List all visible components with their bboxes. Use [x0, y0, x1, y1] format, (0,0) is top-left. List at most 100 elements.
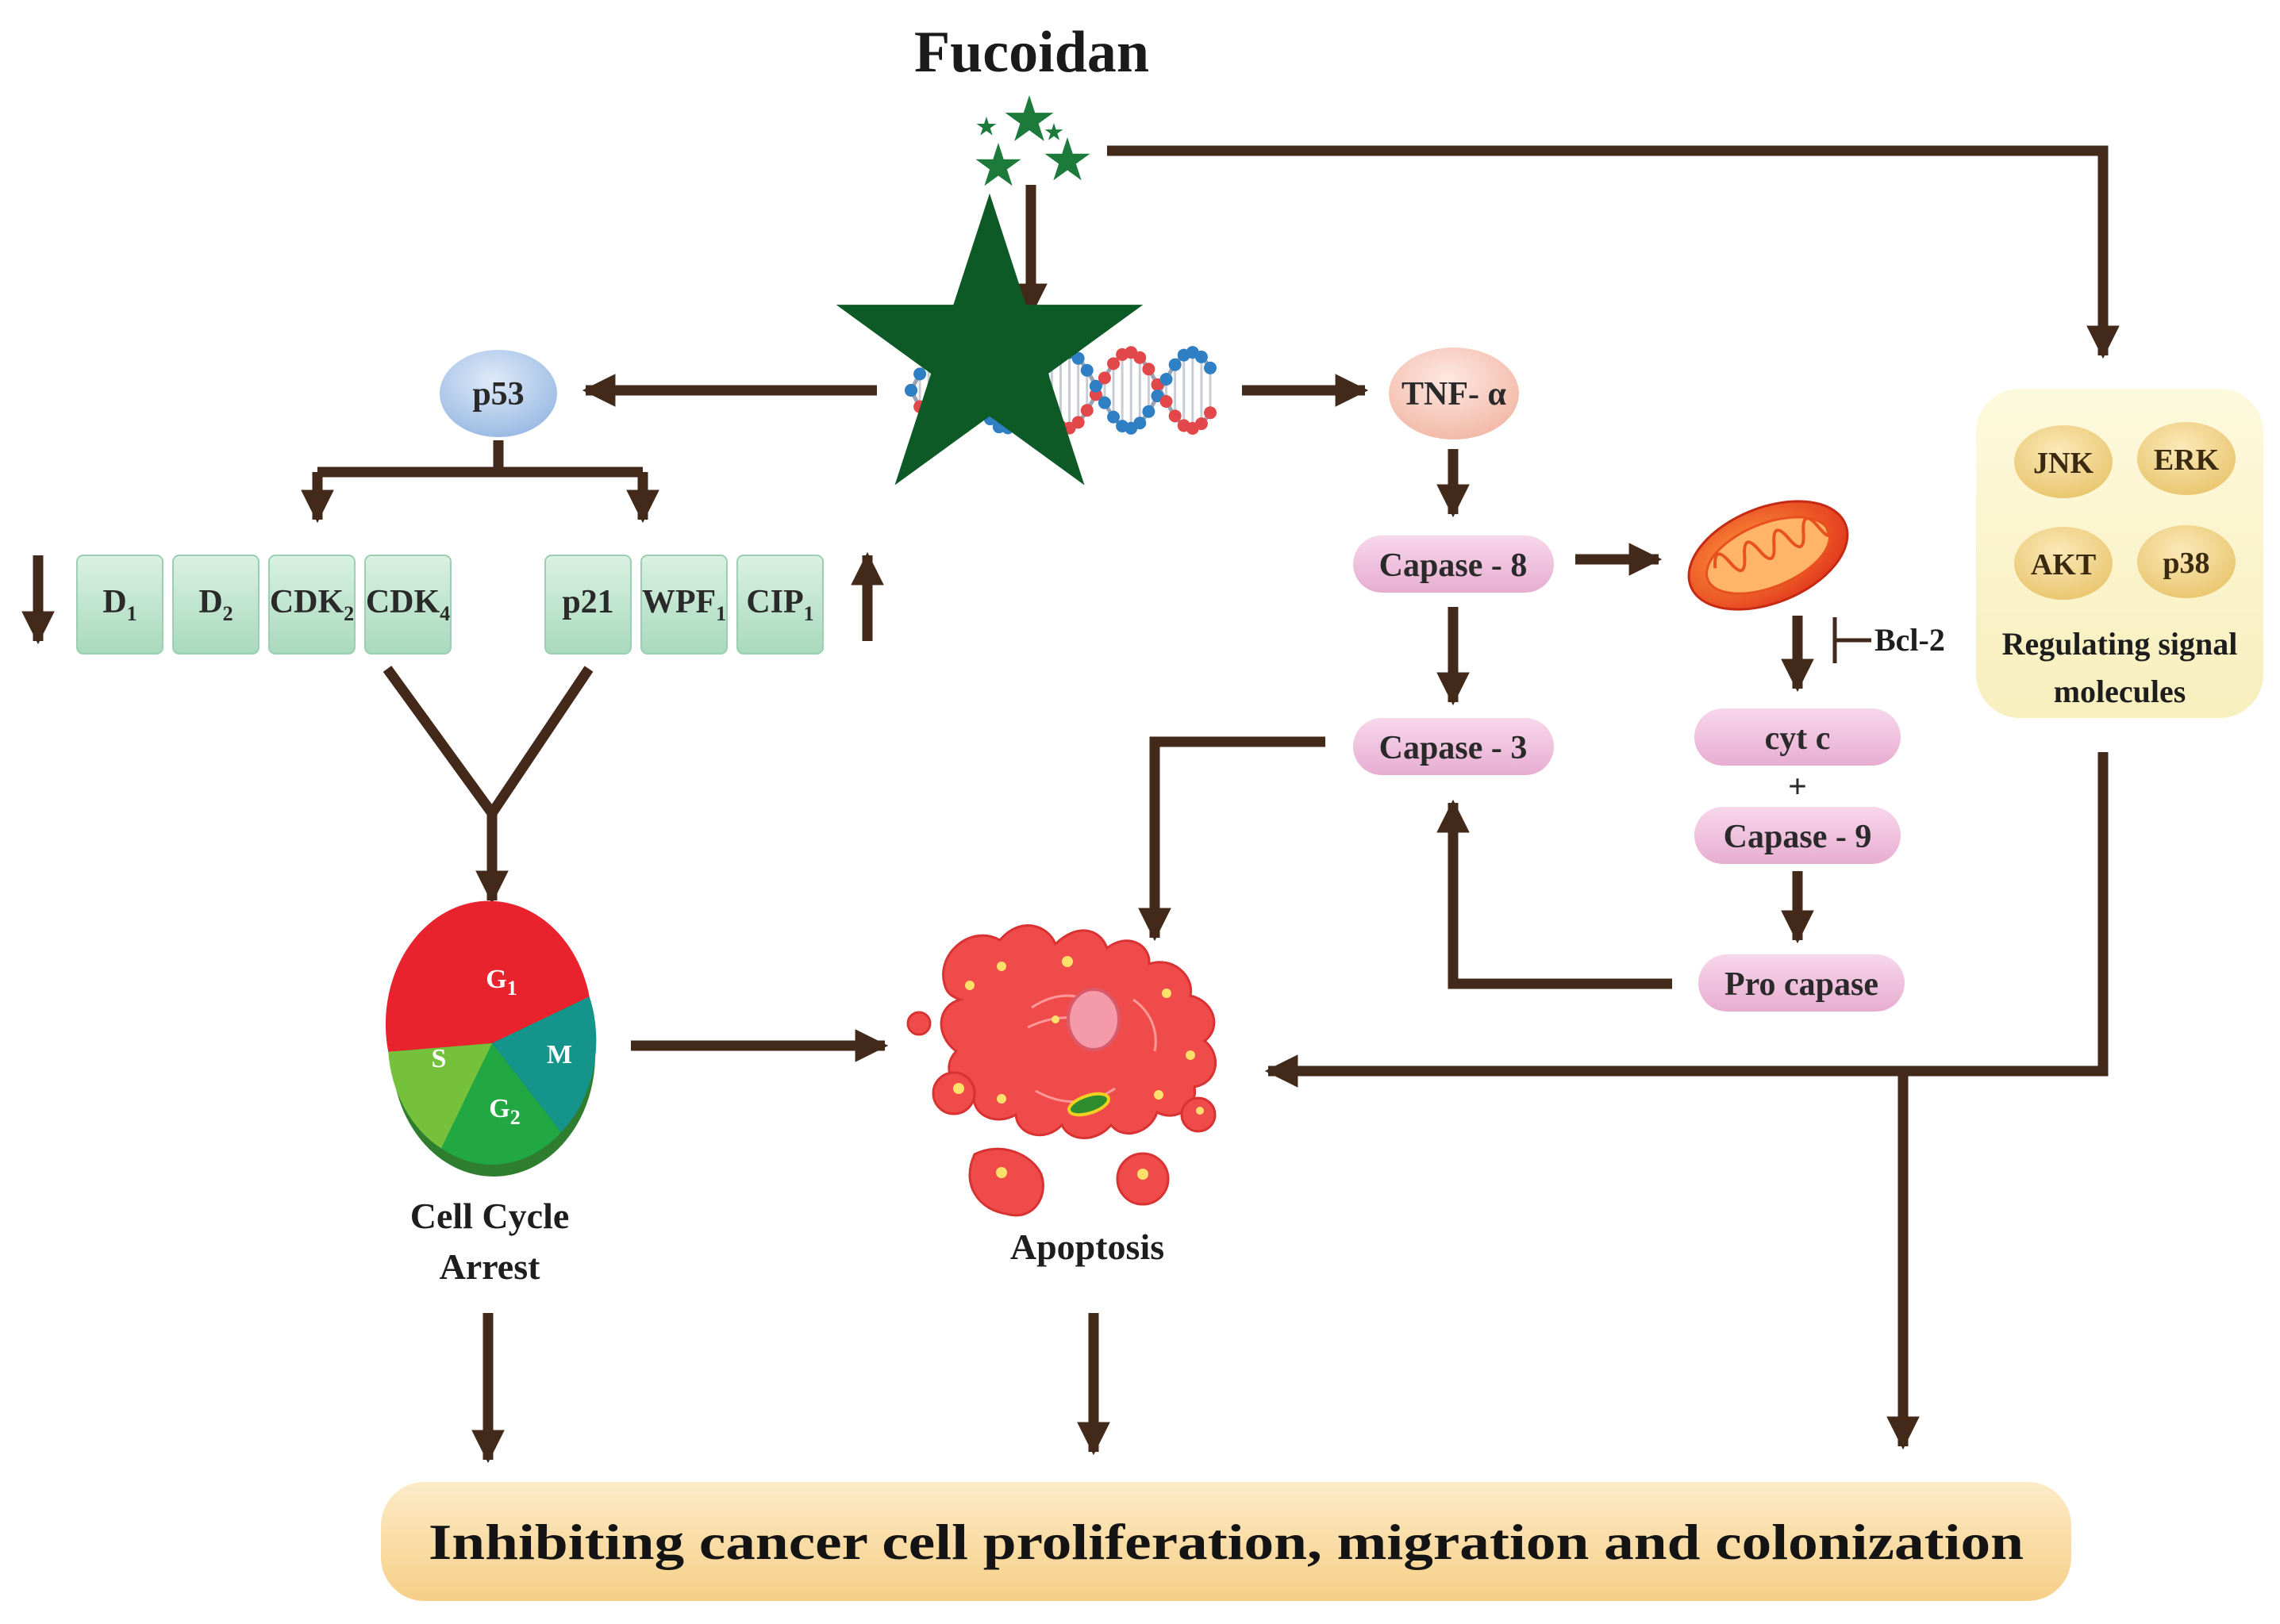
tnf-node: TNF- α [1389, 347, 1519, 440]
pie-slice-g1 [385, 900, 590, 1052]
pie-slice-s [388, 1043, 492, 1149]
inhibitor-box: CIP1 [736, 555, 824, 655]
dna-bead [1168, 409, 1182, 423]
kinase-jnk: JNK [2014, 425, 2113, 498]
plus-sign: + [1788, 769, 1807, 805]
inhibitor-box-subscript: 1 [716, 602, 726, 625]
dna-bead [1089, 379, 1102, 393]
signal-panel-label-line2: molecules [2054, 674, 2186, 709]
svg-text:CDK4: CDK4 [366, 584, 450, 625]
star-icon [1044, 123, 1063, 140]
pie-label-s: S [432, 1044, 447, 1073]
cyclin-box: CDK4 [364, 555, 452, 655]
cell-nucleus [1067, 988, 1121, 1051]
dna-bead [1142, 405, 1155, 418]
apoptosis-label: Apoptosis [1010, 1227, 1164, 1267]
cyclin-box: D2 [172, 555, 260, 655]
tnf-label: TNF- α [1401, 376, 1506, 413]
cyclin-box: CDK2 [268, 555, 356, 655]
inhibitor-box-label: CIP [746, 584, 803, 620]
dna-bead [1142, 363, 1155, 376]
dna-bead [1098, 371, 1111, 385]
cyclin-boxes-down: D1 D2 CDK2 CDK4 [76, 555, 452, 655]
capase8-label: Capase - 8 [1379, 547, 1528, 584]
signal-panel-label-line1: Regulating signal [2002, 626, 2238, 662]
cell-cycle-label-line1: Cell Cycle [410, 1196, 570, 1236]
svg-text:S: S [432, 1044, 447, 1073]
capase3-node: Capase - 3 [1353, 718, 1554, 775]
dna-helix-icon [836, 193, 1217, 486]
apoptotic-cell-icon [906, 924, 1217, 1217]
capase9-node: Capase - 9 [1694, 807, 1901, 864]
dna-bead [1080, 363, 1094, 377]
p53-node: p53 [440, 350, 557, 437]
outcome-banner: Inhibiting cancer cell proliferation, mi… [381, 1482, 2071, 1601]
procapase-label: Pro capase [1724, 966, 1878, 1003]
connector-v-merge [383, 666, 594, 823]
p53-label: p53 [472, 376, 524, 413]
svg-text:CIP1: CIP1 [746, 584, 813, 625]
cyclin-box-subscript: 4 [440, 602, 450, 625]
arrow-fucoidan-signal-panel [1107, 145, 2120, 359]
cyclin-box-label: CDK [366, 584, 440, 620]
svg-text:G1: G1 [486, 965, 517, 1000]
svg-text:WPF1: WPF1 [642, 584, 726, 625]
pie-label-g1-subscript: 1 [507, 977, 517, 1000]
bcl2-inhibitor: Bcl-2 [1832, 617, 1945, 663]
svg-text:G2: G2 [489, 1094, 520, 1129]
kinase-erk: ERK [2137, 422, 2236, 495]
svg-text:p21: p21 [562, 584, 613, 620]
star-icon [1005, 95, 1054, 141]
capase8-node: Capase - 8 [1353, 536, 1554, 593]
dna-bead [1133, 417, 1147, 430]
arrow-signal-panel-apoptosis [1264, 752, 2109, 1088]
outcome-banner-bg [381, 1482, 2071, 1601]
dna-bead [1107, 357, 1121, 370]
pie-label-g2-subscript: 2 [510, 1106, 521, 1129]
mitochondria-cristae [1713, 516, 1831, 572]
dna-bead [1133, 351, 1147, 364]
cyclin-box-label: D [198, 584, 222, 620]
cyclin-boxes-up: p21 WPF1 CIP1 [544, 555, 824, 655]
dna-bead [905, 384, 917, 397]
arrow-procapase-capase3 [1436, 799, 1672, 989]
kinase-p38: p38 [2137, 525, 2236, 598]
star-icon [976, 117, 997, 136]
cytc-node: cyt c [1694, 708, 1901, 766]
cyclin-box: D1 [76, 555, 163, 655]
inhibitor-box-label: p21 [562, 584, 613, 620]
kinase-label: ERK [2154, 443, 2220, 477]
star-icon [975, 143, 1021, 186]
star-icon [836, 193, 1144, 486]
cyclin-box-label: D [102, 584, 126, 620]
dna-bead [1071, 351, 1085, 365]
dna-bead [1098, 396, 1111, 409]
apoptotic-bodies [906, 1011, 1217, 1217]
procapase-node: Pro capase [1698, 954, 1905, 1012]
kinase-label: AKT [2031, 548, 2096, 582]
bcl2-label: Bcl-2 [1874, 622, 1945, 658]
svg-text:D1: D1 [102, 584, 136, 625]
dna-bead [913, 367, 927, 381]
cell-cycle-label-line2: Arrest [440, 1246, 541, 1287]
kinase-akt: AKT [2014, 527, 2113, 600]
connectors [21, 145, 2120, 1464]
dna-bead [1204, 406, 1217, 420]
dna-bead [1071, 416, 1085, 429]
svg-text:M: M [547, 1040, 572, 1069]
dna-bead [1107, 410, 1121, 424]
cyclin-box-subscript: 2 [223, 602, 233, 625]
svg-text:CDK2: CDK2 [270, 584, 354, 625]
dna-bead [1080, 404, 1094, 417]
dna-bead [1168, 358, 1182, 371]
inhibitor-box-label: WPF [642, 584, 716, 620]
cell-mitochondrion [1067, 1092, 1110, 1117]
fucoidan-stars [975, 95, 1090, 186]
cyclin-box-subscript: 2 [344, 602, 354, 625]
signal-molecules-panel: JNK ERK AKT p38 Regulating signal molecu… [1976, 389, 2263, 718]
dna-bead [1159, 394, 1173, 408]
inhibitor-box-subscript: 1 [804, 602, 814, 625]
pie-slice-m [492, 996, 597, 1133]
svg-text:D2: D2 [198, 584, 233, 625]
mitochondria-icon [1687, 500, 1849, 611]
